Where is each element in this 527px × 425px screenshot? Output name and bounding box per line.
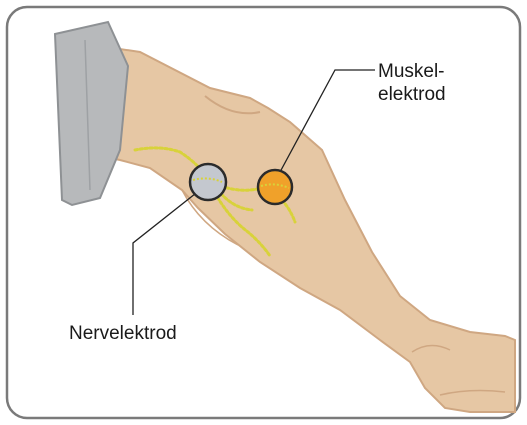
muscle-electrode-label-line1: Muskel-	[378, 60, 446, 83]
nerve-electrode-label: Nervelektrod	[69, 322, 177, 345]
nerve-electrode-icon	[190, 164, 226, 200]
muscle-electrode-label-line2: elektrod	[378, 83, 446, 106]
muscle-electrode-label: Muskel- elektrod	[378, 60, 446, 106]
muscle-electrode-icon	[258, 170, 292, 204]
